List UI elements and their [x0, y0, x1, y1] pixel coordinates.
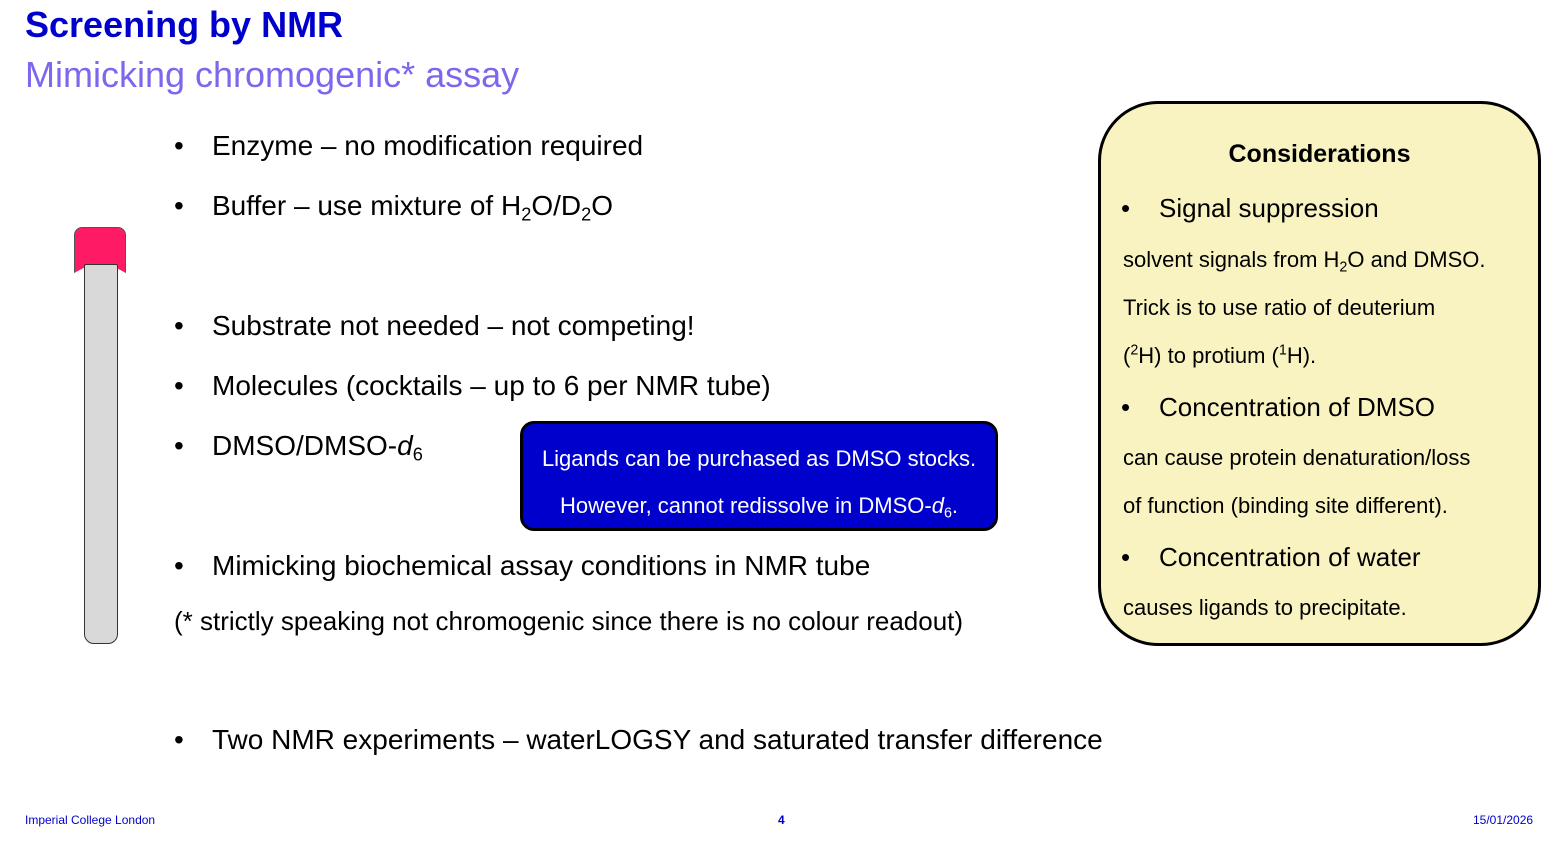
bullet-buffer: •Buffer – use mixture of H2O/D2O: [174, 190, 613, 225]
bullet-mimicking: •Mimicking biochemical assay conditions …: [174, 550, 871, 581]
page-number: 4: [778, 813, 785, 827]
slide-title: Screening by NMR: [25, 4, 344, 45]
callout-line-1: Ligands can be purchased as DMSO stocks.: [541, 446, 977, 471]
footer-institution: Imperial College London: [25, 813, 156, 827]
slide-subtitle: Mimicking chromogenic* assay: [25, 54, 520, 95]
dmso-callout: Ligands can be purchased as DMSO stocks.…: [520, 421, 998, 531]
consideration-signal-suppression: •Signal suppression: [1121, 193, 1379, 223]
bullet-enzyme: •Enzyme – no modification required: [174, 130, 644, 161]
footer-date: 15/01/2026: [1473, 813, 1534, 827]
consideration-dmso: •Concentration of DMSO: [1121, 392, 1436, 422]
bullet-experiments: •Two NMR experiments – waterLOGSY and sa…: [174, 724, 1103, 755]
tube-body: [84, 264, 118, 644]
footnote: (* strictly speaking not chromogenic sin…: [174, 606, 964, 636]
consideration-text: solvent signals from H2O and DMSO.: [1123, 247, 1486, 276]
consideration-text: causes ligands to precipitate.: [1123, 595, 1407, 620]
consideration-text: of function (binding site different).: [1123, 493, 1448, 518]
bullet-substrate: •Substrate not needed – not competing!: [174, 310, 695, 341]
considerations-box: Considerations •Signal suppression solve…: [1098, 101, 1541, 646]
bullet-dmso: •DMSO/DMSO-d6: [174, 430, 423, 465]
consideration-water: •Concentration of water: [1121, 542, 1421, 572]
bullet-molecules: •Molecules (cocktails – up to 6 per NMR …: [174, 370, 771, 401]
consideration-text: can cause protein denaturation/loss: [1123, 445, 1471, 470]
callout-line-2: However, cannot redissolve in DMSO-d6.: [559, 493, 959, 522]
consideration-text: (2H) to protium (1H).: [1123, 342, 1317, 368]
consideration-text: Trick is to use ratio of deuterium: [1123, 295, 1436, 320]
considerations-title: Considerations: [1228, 140, 1411, 168]
